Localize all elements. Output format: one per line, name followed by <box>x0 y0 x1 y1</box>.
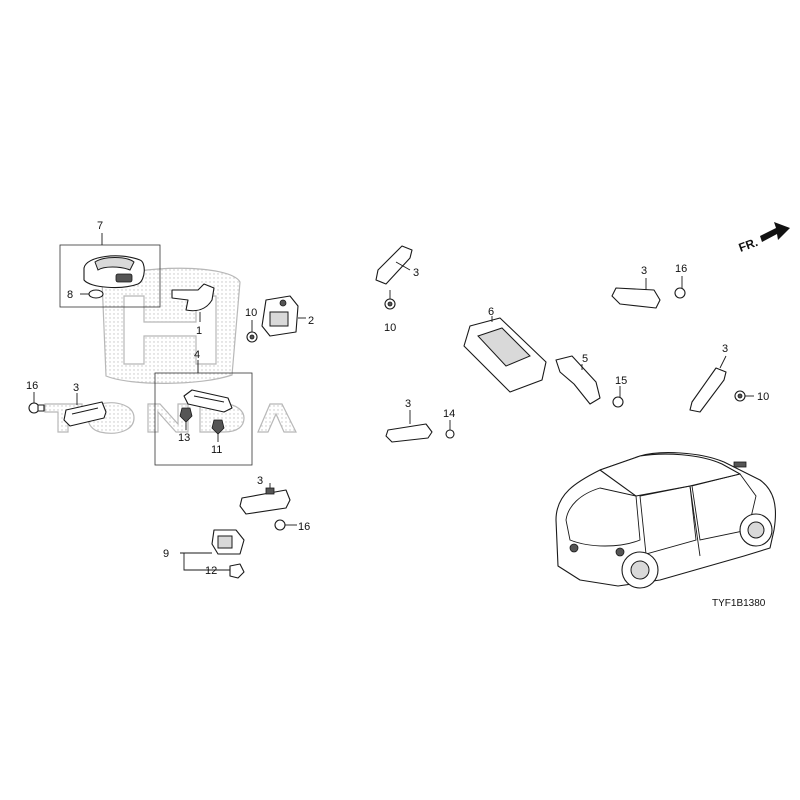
nut-part-10-left <box>246 320 258 343</box>
callout-6: 6 <box>488 306 494 318</box>
bracket-leader-9-12 <box>180 552 230 571</box>
antenna-part-3-right <box>689 355 727 413</box>
antenna-part-3-lower <box>239 483 291 515</box>
callout-12: 12 <box>205 565 217 577</box>
callout-1: 1 <box>196 325 202 337</box>
callout-13: 13 <box>178 432 190 444</box>
callout-3-center: 3 <box>405 398 411 410</box>
direction-label: FR. <box>737 235 760 255</box>
front-direction-indicator: FR. <box>737 222 790 255</box>
bolt-part-16-left <box>28 392 45 414</box>
bolt-part-14 <box>445 420 455 439</box>
antenna-part-3-right-top <box>611 278 661 309</box>
callout-3-left: 3 <box>73 382 79 394</box>
callout-10-left: 10 <box>245 307 257 319</box>
bolt-part-15 <box>612 386 624 408</box>
callout-16-lower: 16 <box>298 521 310 533</box>
antenna-part-3-left <box>63 393 107 427</box>
clip-part-13 <box>179 407 193 430</box>
callout-16-right: 16 <box>675 263 687 275</box>
callout-5: 5 <box>582 353 588 365</box>
callout-group-box-7 <box>59 244 161 308</box>
key-blade-part <box>171 283 215 322</box>
clip-part-11 <box>211 419 225 442</box>
callout-3-top: 3 <box>413 267 419 279</box>
callout-3-lower: 3 <box>257 475 263 487</box>
callout-11: 11 <box>211 444 222 456</box>
callout-15: 15 <box>615 375 627 387</box>
callout-9: 9 <box>163 548 169 560</box>
antenna-part-3-top <box>375 245 413 285</box>
antenna-part-3-center <box>385 410 433 443</box>
bolt-part-16-lower <box>274 519 297 531</box>
control-module-part-2 <box>261 295 306 337</box>
bracket-part-5 <box>555 355 601 405</box>
callout-7: 7 <box>97 220 103 232</box>
callout-2: 2 <box>308 315 314 327</box>
nut-part-10-center <box>384 290 396 310</box>
control-unit-part-6 <box>463 316 547 393</box>
callout-4: 4 <box>194 349 200 361</box>
callout-8: 8 <box>67 289 73 301</box>
callout-group-box-4 <box>154 372 253 466</box>
front-arrow-icon <box>760 222 790 242</box>
vehicle-illustration <box>555 452 777 589</box>
drawing-code: TYF1B1380 <box>712 598 766 609</box>
nut-part-10-right <box>734 390 754 402</box>
grommet-part-12 <box>229 563 245 579</box>
callout-16-left: 16 <box>26 380 38 392</box>
battery-part <box>80 289 104 299</box>
antenna-part-4 <box>183 389 233 413</box>
callout-3-right: 3 <box>722 343 728 355</box>
callout-10-center: 10 <box>384 322 396 334</box>
smart-key-fob-part <box>83 255 145 289</box>
bolt-part-16-right <box>674 276 686 299</box>
callout-14: 14 <box>443 408 455 420</box>
callout-3-right-top: 3 <box>641 265 647 277</box>
callout-10-right: 10 <box>757 391 769 403</box>
callout-labels: 7 8 1 2 10 4 16 3 13 11 3 16 9 12 3 10 6… <box>26 220 769 577</box>
sensor-part-9 <box>211 529 245 555</box>
